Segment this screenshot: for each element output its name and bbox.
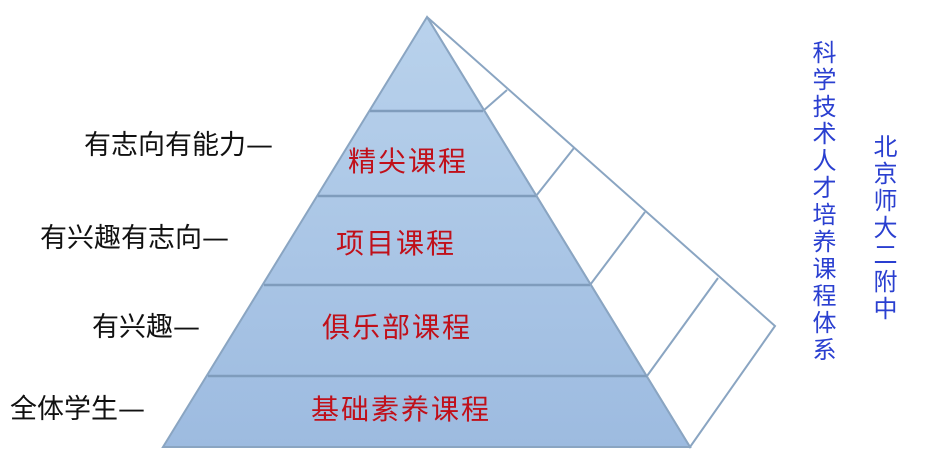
audience-label-3: 有兴趣— <box>92 312 200 343</box>
course-layer-1: 精尖课程 <box>348 145 469 178</box>
audience-label-2: 有兴趣有志向— <box>40 223 229 254</box>
course-layer-4: 基础素养课程 <box>311 393 492 426</box>
audience-label-1: 有志向有能力— <box>84 130 273 161</box>
course-layer-3: 俱乐部课程 <box>322 311 473 344</box>
course-layer-2: 项目课程 <box>336 227 457 260</box>
side-title-system: 科学技术人才培养课程体系 <box>808 40 836 364</box>
layer-dividers <box>208 109 647 378</box>
side-dividers <box>482 89 719 377</box>
side-title-school: 北京师大二附中 <box>869 134 897 323</box>
audience-label-4: 全体学生— <box>10 394 145 425</box>
pyramid-front-face <box>161 15 692 448</box>
